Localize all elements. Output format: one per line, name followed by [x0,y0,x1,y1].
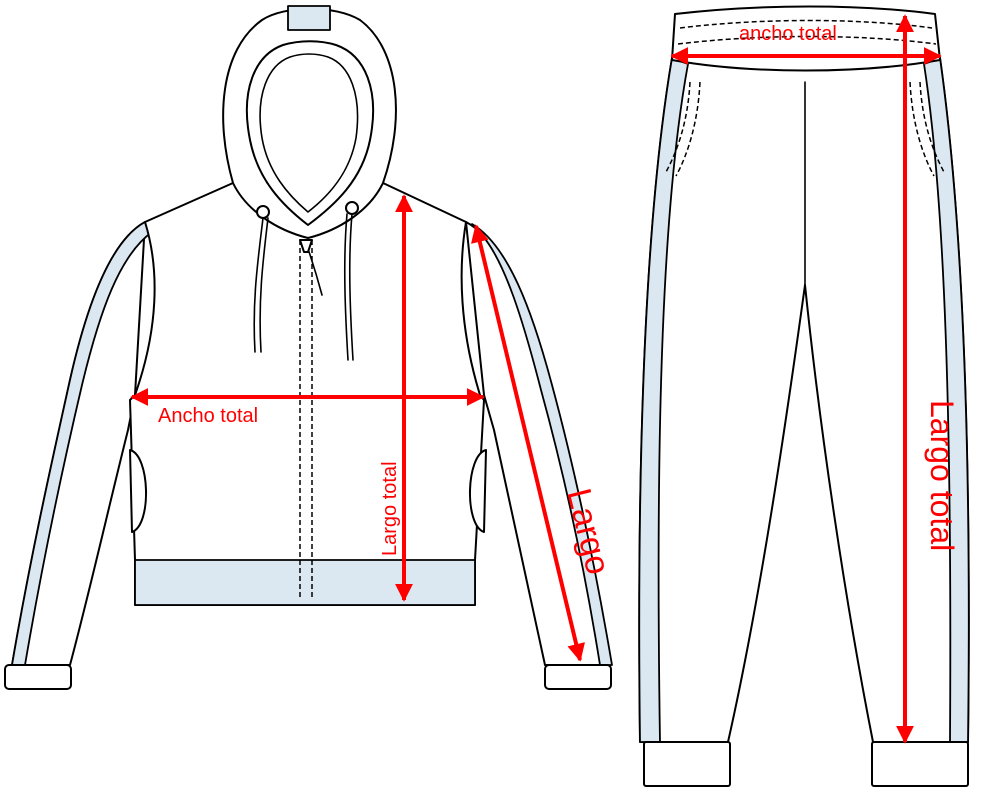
measurement-annotations: Ancho total Largo total Largo ancho tota… [130,14,960,744]
body-length-label: Largo total [379,461,401,556]
right-eyelet [345,201,359,215]
pants-length-label: Largo total [924,400,960,551]
left-cuff [4,664,72,690]
left-pant-pocket [665,81,691,173]
zipper [299,239,313,600]
pants-drawing [638,5,970,787]
hood [222,5,397,361]
left-sleeve [4,221,153,690]
right-drawstring [348,213,354,361]
right-sleeve [465,221,613,690]
left-eyelet [256,205,270,219]
chest-width-label: Ancho total [158,405,258,427]
sleeve-length-arrow [471,224,585,662]
pants-legs [638,57,970,743]
right-ankle-cuff [871,741,969,787]
right-pant-pocket [919,81,945,173]
left-ankle-cuff [643,741,731,787]
left-pocket [129,449,148,533]
hoodie-drawing [4,5,613,690]
hoodie-waistband [134,559,476,606]
left-drawstring [253,217,264,353]
right-cuff [544,664,612,690]
waist-width-label: ancho total [739,23,837,45]
